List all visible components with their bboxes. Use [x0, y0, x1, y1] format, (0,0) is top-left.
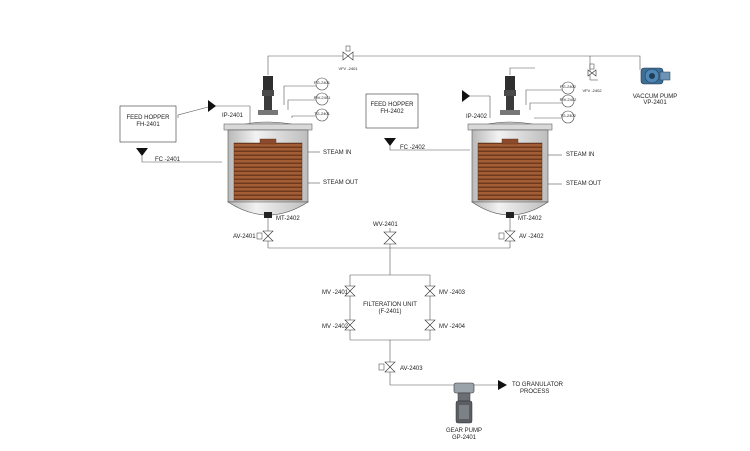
mv-2402-label: MV -2402 — [322, 324, 349, 330]
tg-2402-label: TG-2402 — [560, 113, 577, 118]
ip-2402-label: IP-2402 — [466, 114, 488, 120]
av-2401-valve: AV-2401 — [233, 230, 274, 242]
instruments-left: PG-2401 RIV-2401 TG-2401 — [314, 77, 331, 122]
steam-in-2: STEAM IN — [566, 152, 594, 158]
av-2401-label: AV-2401 — [233, 234, 256, 240]
steam-out-1: STEAM OUT — [323, 180, 358, 186]
feed-arrow-1 — [208, 100, 216, 112]
av-2402-valve: AV -2402 — [498, 230, 544, 242]
riv-2401-label: RIV-2401 — [314, 95, 331, 100]
vent-valve-1: VFV -2401 — [338, 45, 358, 71]
av-2403-label: AV-2403 — [400, 366, 423, 372]
reactor-vessel-2 — [467, 76, 553, 218]
vacuum-pump: VACCUM PUMP VP-2401 — [633, 67, 678, 106]
mv-valves: MV -2401 MV -2403 MV -2402 MV -2404 — [322, 285, 466, 331]
mv-2404-label: MV -2404 — [439, 324, 466, 330]
instruments-right: PG-2402 RIV-2402 TG-2402 — [560, 81, 577, 124]
vacuum-pump-line2: VP-2401 — [643, 100, 667, 106]
mv-2401-label: MV -2401 — [322, 290, 349, 296]
steam-out-2: STEAM OUT — [566, 181, 601, 187]
feed-hopper-1-line2: FH-2401 — [136, 122, 160, 128]
feed-hopper-2: FEED HOPPER FH-2402 — [365, 93, 419, 146]
vent-valve-2: VFV -2402 — [582, 63, 602, 93]
riv-2402-label: RIV-2402 — [560, 97, 577, 102]
vfv-2401-label: VFV -2401 — [338, 66, 358, 71]
gear-pump-line1: GEAR PUMP — [446, 428, 482, 434]
mv-2403-label: MV -2403 — [439, 290, 466, 296]
tg-2401-label: TG-2401 — [314, 111, 331, 116]
gear-pump: GEAR PUMP GP-2401 — [446, 382, 482, 441]
pg-2402-label: PG-2402 — [560, 84, 577, 89]
fc-2401-label: FC -2401 — [155, 157, 181, 163]
steam-in-1: STEAM IN — [323, 150, 351, 156]
wv-2401-label: WV-2401 — [373, 222, 398, 228]
to-granulator-line1: TO GRANULATOR — [512, 382, 564, 388]
feed-hopper-2-line2: FH-2402 — [380, 109, 404, 115]
granulator-arrow — [498, 380, 507, 390]
av-2403-valve: AV-2403 — [378, 361, 423, 373]
vfv-2402-label: VFV -2402 — [582, 88, 602, 93]
feed-hopper-1: FEED HOPPER FH-2401 — [119, 105, 177, 156]
reactor-vessel-1 — [223, 76, 313, 218]
vacuum-pump-line1: VACCUM PUMP — [633, 94, 678, 100]
av-2402-label: AV -2402 — [519, 234, 544, 240]
wv-2401-valve: WV-2401 — [373, 222, 398, 245]
filter-unit-line2: (F-2401) — [378, 309, 401, 315]
ip-2401-label: IP-2401 — [222, 113, 244, 119]
mt-label-1: MT-2402 — [276, 216, 300, 222]
fc-2402-label: FC -2402 — [400, 145, 426, 151]
feed-arrow-2 — [462, 90, 470, 102]
feed-hopper-1-line1: FEED HOPPER — [126, 115, 170, 121]
pg-2401-label: PG-2401 — [314, 80, 331, 85]
to-granulator-line2: PROCESS — [520, 389, 549, 395]
feed-hopper-2-line1: FEED HOPPER — [370, 102, 414, 108]
mt-label-2: MT-2402 — [518, 216, 542, 222]
gear-pump-line2: GP-2401 — [452, 435, 477, 441]
filter-unit-line1: FILTERATION UNIT — [363, 302, 417, 308]
